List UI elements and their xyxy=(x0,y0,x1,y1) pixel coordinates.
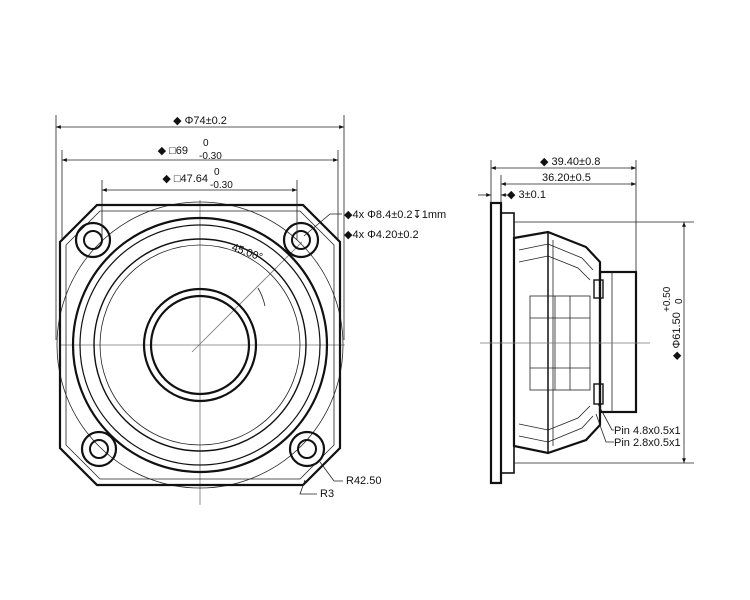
dim-square-label: ◆ □69 xyxy=(158,145,188,157)
basket-spoke-top-2 xyxy=(518,255,591,281)
dim-square-tol-upper: 0 xyxy=(203,138,209,149)
surround-ring xyxy=(79,224,321,466)
radius-outer-label: R42.50 xyxy=(346,475,381,487)
dim-diameter-tol-lower: 0 xyxy=(674,298,685,304)
basket-spoke-top-1 xyxy=(518,243,594,271)
hole-through-label: ◆4x Φ4.20±0.2 xyxy=(344,229,419,241)
hole-leader-line xyxy=(303,213,342,237)
dust-cap-inner xyxy=(149,294,251,396)
dust-cap-outer xyxy=(142,287,258,403)
pin-small-leader xyxy=(595,413,614,443)
pin-small-label: Pin 2.8x0.5x1 xyxy=(614,437,681,449)
cone-ring xyxy=(99,244,301,446)
mounting-hole-bottom-left xyxy=(80,430,118,468)
side-basket-outline xyxy=(512,230,602,455)
mounting-hole-top-right xyxy=(282,221,320,259)
side-magnet xyxy=(598,270,638,414)
diagonal-center-line xyxy=(191,241,303,353)
surround-outer-ring xyxy=(71,216,329,474)
dim-diameter-tol-upper: +0.50 xyxy=(662,286,673,312)
radius-outer-leader xyxy=(319,461,343,482)
radius-corner-leader xyxy=(299,479,317,495)
dim-outer-label: ◆ Φ74±0.2 xyxy=(173,115,227,127)
pin-large-label: Pin 4.8x0.5x1 xyxy=(614,425,681,437)
radius-corner-label: R3 xyxy=(320,488,334,500)
side-view: ◆ 39.40±0.8 36.20±0.5 ◆ 3±0.1 ◆ Φ61.50 +… xyxy=(478,156,694,485)
dim-square-tol-lower: -0.30 xyxy=(199,151,222,162)
dim-total-depth-label: ◆ 39.40±0.8 xyxy=(540,156,600,168)
angle-label: 45.00° xyxy=(230,242,264,264)
pin-large-leader xyxy=(597,403,614,431)
dim-bolt-tol-upper: 0 xyxy=(214,167,220,178)
outer-diameter-circle xyxy=(56,201,344,489)
dim-diameter-label: ◆ Φ61.50 xyxy=(671,312,683,360)
mounting-hole-top-left xyxy=(74,221,112,259)
frame-inner-outline xyxy=(65,210,335,480)
terminal-bottom xyxy=(593,383,604,405)
dim-body-depth-label: 36.20±0.5 xyxy=(542,172,591,184)
front-view: ◆ Φ74±0.2 ◆ □69 0 -0.30 ◆ □47.64 0 -0.30… xyxy=(55,115,446,505)
basket-spoke-bottom-1 xyxy=(518,415,594,443)
cone-outer-ring xyxy=(93,238,307,452)
angle-arc xyxy=(257,287,266,307)
basket-spoke-bottom-2 xyxy=(518,405,591,431)
dim-flange-label: ◆ 3±0.1 xyxy=(507,189,546,201)
dim-bolt-label: ◆ □47.64 xyxy=(162,173,208,185)
dim-bolt-tol-lower: -0.30 xyxy=(210,180,233,191)
terminal-top xyxy=(593,279,604,299)
hole-counterbore-label: ◆4x Φ8.4±0.2↧1mm xyxy=(344,209,446,221)
mounting-hole-bottom-right xyxy=(288,430,326,468)
